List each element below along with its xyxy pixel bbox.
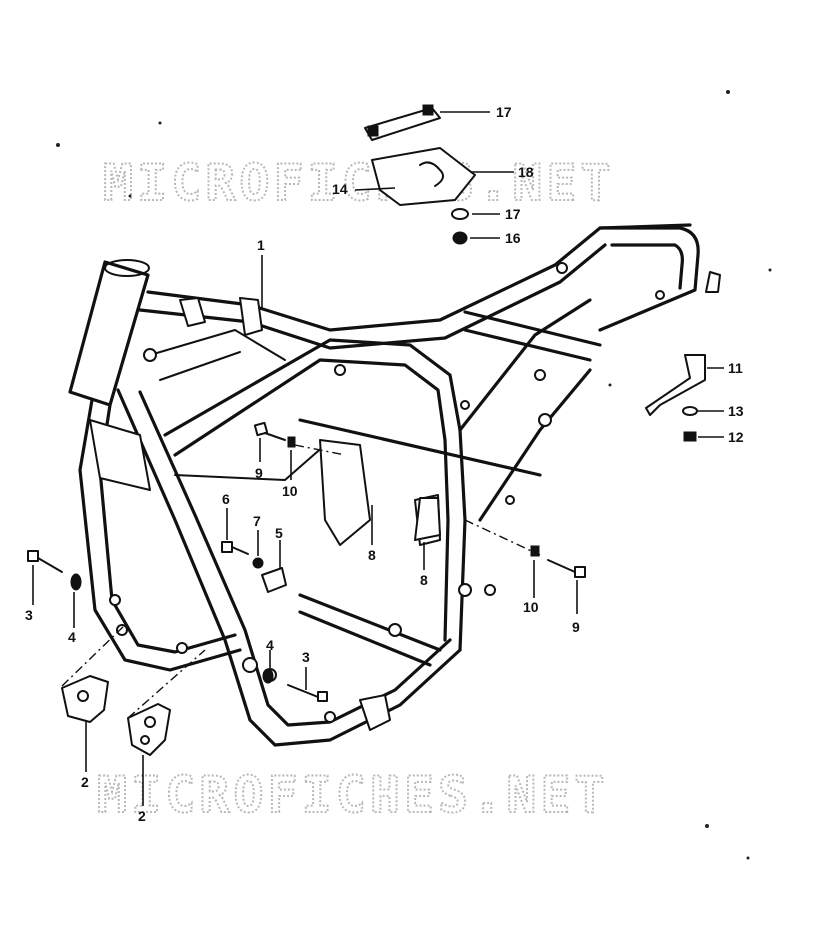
- nut-7: [252, 557, 264, 569]
- mount-plate-2-right: [127, 703, 171, 756]
- bolt-12: [683, 431, 697, 442]
- callout-18: 18: [518, 164, 534, 180]
- nut-4-center: [262, 668, 274, 684]
- bolt-9-right: [547, 559, 586, 578]
- callout-3-left: 3: [25, 607, 33, 623]
- callout-10-right: 10: [523, 599, 539, 615]
- callout-4-center: 4: [266, 637, 274, 653]
- callout-4-left: 4: [68, 629, 76, 645]
- callout-2-left: 2: [81, 774, 89, 790]
- nut-10-right: [530, 545, 540, 557]
- bolt-3-left: [27, 550, 63, 573]
- callout-16: 16: [505, 230, 521, 246]
- callout-3-center: 3: [302, 649, 310, 665]
- scan-specks: [56, 90, 772, 860]
- callout-9-left: 9: [255, 465, 263, 481]
- callout-13: 13: [728, 403, 744, 419]
- leader-lines: [32, 111, 724, 806]
- callout-7: 7: [253, 513, 261, 529]
- steering-head: [68, 260, 150, 407]
- plate-8-right: [414, 497, 441, 541]
- bolt-6: [221, 541, 249, 555]
- nut-4-left: [70, 573, 82, 591]
- callout-8-center: 8: [368, 547, 376, 563]
- watermark-top: MICROFICHES.NET: [103, 154, 615, 212]
- callout-1: 1: [257, 237, 265, 253]
- bracket-11: [645, 354, 706, 416]
- bolt-9-left: [253, 421, 286, 441]
- callout-6: 6: [222, 491, 230, 507]
- battery-tray: [371, 147, 476, 206]
- callout-5: 5: [275, 525, 283, 541]
- bracket-5: [261, 567, 287, 593]
- callout-11: 11: [728, 360, 743, 376]
- nut-10-left: [287, 436, 296, 448]
- callout-17-mid: 17: [505, 206, 521, 222]
- watermark-bottom: MICROFICHES.NET: [97, 766, 609, 824]
- callout-14: 14: [332, 181, 348, 197]
- callout-17-top: 17: [496, 104, 512, 120]
- callout-8-right: 8: [420, 572, 428, 588]
- callout-10-left: 10: [282, 483, 298, 499]
- callout-9-right: 9: [572, 619, 580, 635]
- battery-strap: [364, 104, 441, 141]
- bolt-3-center: [287, 684, 328, 702]
- damper-16: [451, 208, 469, 245]
- callout-12: 12: [728, 429, 744, 445]
- main-frame: [68, 223, 721, 747]
- callout-2-right: 2: [138, 808, 146, 824]
- washer-13: [682, 406, 698, 416]
